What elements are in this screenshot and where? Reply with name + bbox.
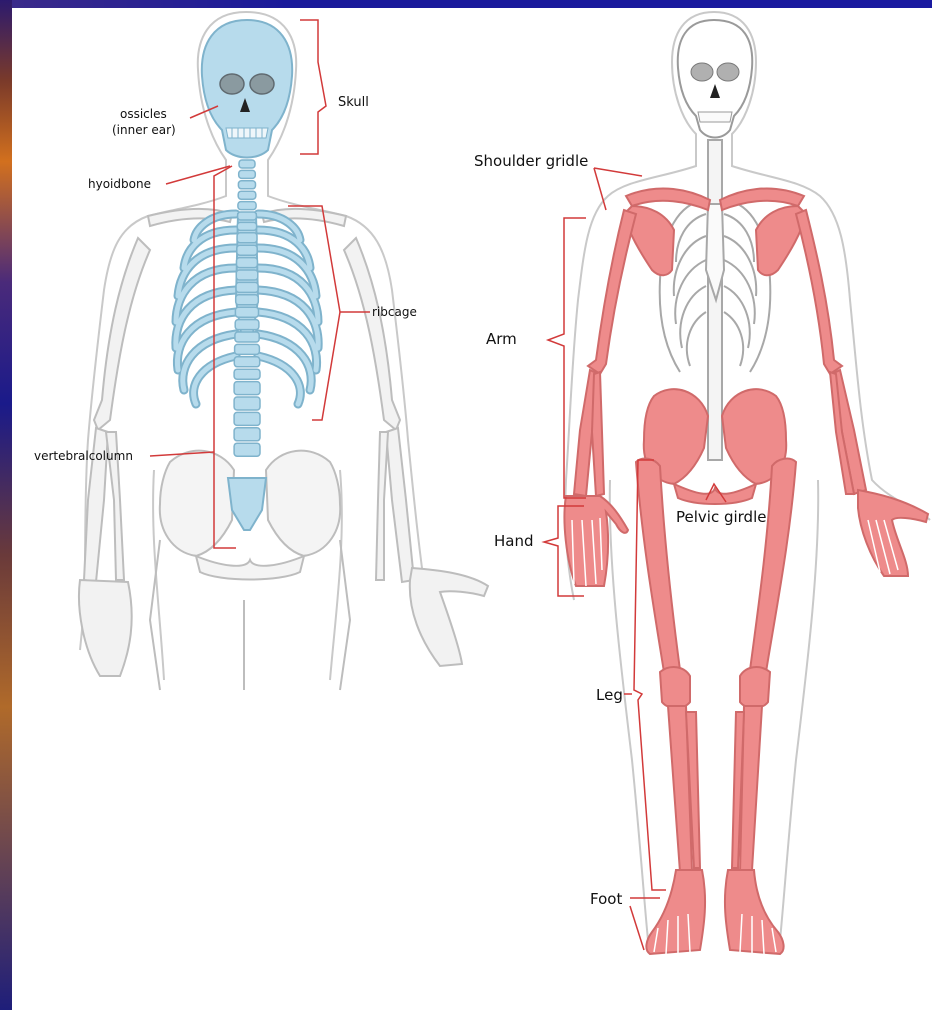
vertebra [237, 258, 258, 268]
vertebra [238, 181, 255, 189]
vertebra [236, 295, 259, 305]
vertebra [234, 382, 260, 395]
vertebra [235, 307, 258, 317]
vertebra [235, 344, 260, 354]
appendicular-skeleton-figure: Shoulder gridle Arm Hand Pelvic girdle L… [474, 12, 930, 954]
slide-canvas: Skull ossicles (inner ear) hyoidbone rib… [12, 8, 932, 1010]
vertebra [234, 428, 260, 441]
foot-bones [646, 870, 783, 954]
vertebra [234, 412, 260, 425]
label-hand: Hand [494, 532, 534, 550]
vertebra [238, 191, 256, 199]
vertebra [237, 222, 256, 230]
sacrum-bone [228, 478, 266, 530]
hand-bones [564, 490, 928, 586]
skull-bone [202, 20, 292, 158]
vertebra [237, 233, 257, 243]
label-shoulder-girdle: Shoulder gridle [474, 152, 588, 170]
label-vertebral-column: vertebralcolumn [34, 449, 133, 463]
vertebra [238, 202, 256, 210]
label-foot: Foot [590, 890, 622, 908]
vertebral-column-bone [234, 160, 260, 456]
label-skull: Skull [338, 95, 369, 110]
vertebra [234, 357, 259, 367]
appendicular-skull-grey [678, 20, 752, 138]
vertebra [234, 369, 260, 379]
vertebra [234, 397, 260, 410]
vertebra [238, 212, 257, 220]
label-pelvic-girdle: Pelvic girdle [676, 508, 766, 526]
vertebra [236, 270, 257, 280]
vertebra [236, 282, 258, 292]
skeleton-diagram: Skull ossicles (inner ear) hyoidbone rib… [12, 8, 932, 1010]
axial-skeleton-figure: Skull ossicles (inner ear) hyoidbone rib… [34, 12, 488, 690]
vertebra [234, 443, 260, 456]
vertebra [235, 320, 259, 330]
vertebra [237, 245, 257, 255]
background-top-strip [12, 0, 932, 8]
vertebra [239, 160, 255, 168]
background-left-strip [0, 0, 12, 1010]
vertebra [239, 170, 256, 178]
label-ossicles: ossicles [120, 107, 167, 121]
label-ribcage: ribcage [372, 305, 417, 319]
vertebra [235, 332, 259, 342]
label-hyoid: hyoidbone [88, 177, 151, 191]
label-ossicles-sub: (inner ear) [112, 123, 176, 137]
label-arm: Arm [486, 330, 517, 348]
label-leg: Leg [596, 686, 623, 704]
